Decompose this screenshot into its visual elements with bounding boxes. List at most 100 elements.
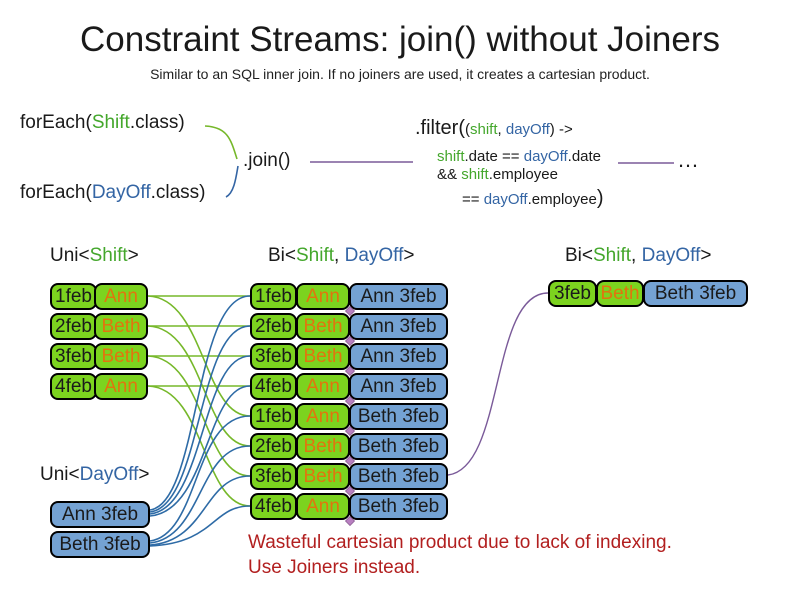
filter-l2-end: .date: [567, 148, 602, 165]
bi-row-date: 3feb: [250, 343, 297, 370]
foreach-shift-post: .class): [129, 112, 185, 133]
shift-row-date: 1feb: [50, 283, 97, 310]
filter-l3-end: .employee: [488, 166, 558, 183]
bi-row-employee: Beth: [296, 343, 350, 370]
shift4-line-b: [147, 385, 251, 507]
dayoff-row: Beth 3feb: [50, 531, 150, 558]
uni-dayoff-type: DayOff: [79, 464, 139, 485]
foreach-dayoff-pre: forEach(: [20, 182, 92, 203]
filter-l4-end: .employee: [527, 191, 597, 208]
bi-row-date: 2feb: [250, 433, 297, 460]
bi-mid-type2: DayOff: [344, 245, 404, 266]
foreach-shift-class: Shift: [91, 112, 130, 133]
code-filter-line4: == dayOff.employee): [462, 187, 604, 210]
warning-note: Wasteful cartesian product due to lack o…: [248, 530, 672, 580]
result-row-employee: Beth: [596, 280, 644, 307]
bi-right-label: Bi<Shift, DayOff>: [565, 245, 711, 267]
filter-args-comma: ,: [497, 121, 506, 138]
code-filter-line3: && shift.employee: [437, 166, 558, 183]
ann-dayoff-line-2: [149, 325, 251, 513]
bi-row-dayoff: Ann 3feb: [349, 283, 448, 310]
bi-row-employee: Ann: [296, 493, 350, 520]
bi-mid-type1: Shift: [296, 245, 335, 266]
foreach-shift-pre: forEach(: [20, 112, 92, 133]
filter-args-open: (: [465, 121, 470, 138]
shift-brace-line: [204, 125, 238, 160]
code-join: .join(): [243, 150, 291, 171]
filter-l2-mid: .date ==: [464, 148, 524, 165]
code-filter-line2: shift.date == dayOff.date: [437, 148, 601, 165]
beth-dayoff-line-3: [149, 475, 251, 546]
filter-l4-pre: ==: [462, 191, 484, 208]
shift-row-date: 2feb: [50, 313, 97, 340]
bi-row-dayoff: Beth 3feb: [349, 493, 448, 520]
uni-dayoff-post: >: [138, 464, 150, 485]
filter-l2-shift: shift: [437, 148, 465, 165]
bi-right-type1: Shift: [593, 245, 632, 266]
uni-dayoff-pre: Uni<: [40, 464, 80, 485]
dayoff-brace-line: [225, 165, 239, 198]
bi-row-employee: Ann: [296, 373, 350, 400]
warning-note-line1: Wasteful cartesian product due to lack o…: [248, 532, 672, 553]
bi-row-employee: Ann: [296, 403, 350, 430]
filter-l3-shift: shift: [461, 166, 489, 183]
bi-row-dayoff: Beth 3feb: [349, 433, 448, 460]
shift-row-employee: Ann: [94, 283, 148, 310]
bi-right-type2: DayOff: [641, 245, 701, 266]
bi-mid-comma: ,: [334, 245, 345, 266]
ann-dayoff-line-1: [149, 295, 251, 511]
shift2-line-b: [147, 325, 251, 447]
shift-row-employee: Beth: [94, 343, 148, 370]
bi-mid-post: >: [403, 245, 415, 266]
filter-arg-dayoff: dayOff: [505, 121, 550, 138]
foreach-dayoff-class: DayOff: [91, 182, 151, 203]
shift-row-date: 4feb: [50, 373, 97, 400]
code-foreach-dayoff: forEach(DayOff.class): [20, 182, 206, 204]
uni-shift-type: Shift: [89, 245, 128, 266]
ann-dayoff-line-4: [149, 385, 251, 517]
bi-row-employee: Beth: [296, 313, 350, 340]
bi-row-dayoff: Ann 3feb: [349, 313, 448, 340]
page-title: Constraint Streams: join() without Joine…: [80, 20, 720, 59]
bi-row-date: 2feb: [250, 313, 297, 340]
bi-to-result-line: [447, 292, 549, 476]
bi-mid-pre: Bi<: [268, 245, 296, 266]
result-row-date: 3feb: [548, 280, 597, 307]
filter-l2-dayoff: dayOff: [523, 148, 568, 165]
bi-row-dayoff: Beth 3feb: [349, 463, 448, 490]
beth-dayoff-line-4: [149, 505, 251, 547]
bi-row-date: 1feb: [250, 403, 297, 430]
filter-args-close: ) ->: [549, 121, 573, 138]
bi-row-date: 1feb: [250, 283, 297, 310]
code-foreach-shift: forEach(Shift.class): [20, 112, 185, 134]
bi-row-employee: Ann: [296, 283, 350, 310]
filter-l4-dayoff: dayOff: [483, 191, 528, 208]
bi-row-dayoff: Ann 3feb: [349, 343, 448, 370]
result-row-dayoff: Beth 3feb: [643, 280, 748, 307]
uni-shift-label: Uni<Shift>: [50, 245, 139, 267]
uni-dayoff-label: Uni<DayOff>: [40, 464, 150, 486]
bi-row-date: 4feb: [250, 373, 297, 400]
dayoff-row: Ann 3feb: [50, 501, 150, 528]
bi-row-employee: Beth: [296, 433, 350, 460]
uni-shift-post: >: [127, 245, 139, 266]
code-connectors: [204, 125, 674, 198]
filter-close-paren: ): [596, 187, 604, 209]
shift1-line-b: [147, 295, 251, 417]
filter-keyword: .filter(: [415, 117, 465, 139]
shift-row-employee: Ann: [94, 373, 148, 400]
beth-dayoff-line-1: [149, 415, 251, 542]
shift-to-bi-lines: [147, 295, 251, 507]
filter-l3-pre: &&: [437, 166, 462, 183]
ellipsis: …: [677, 147, 700, 172]
bi-right-pre: Bi<: [565, 245, 593, 266]
page-subtitle: Similar to an SQL inner join. If no join…: [150, 66, 650, 82]
bi-row-date: 4feb: [250, 493, 297, 520]
shift-row-date: 3feb: [50, 343, 97, 370]
bi-right-post: >: [700, 245, 712, 266]
bi-right-comma: ,: [631, 245, 642, 266]
beth-dayoff-line-2: [149, 445, 251, 544]
bi-row-date: 3feb: [250, 463, 297, 490]
